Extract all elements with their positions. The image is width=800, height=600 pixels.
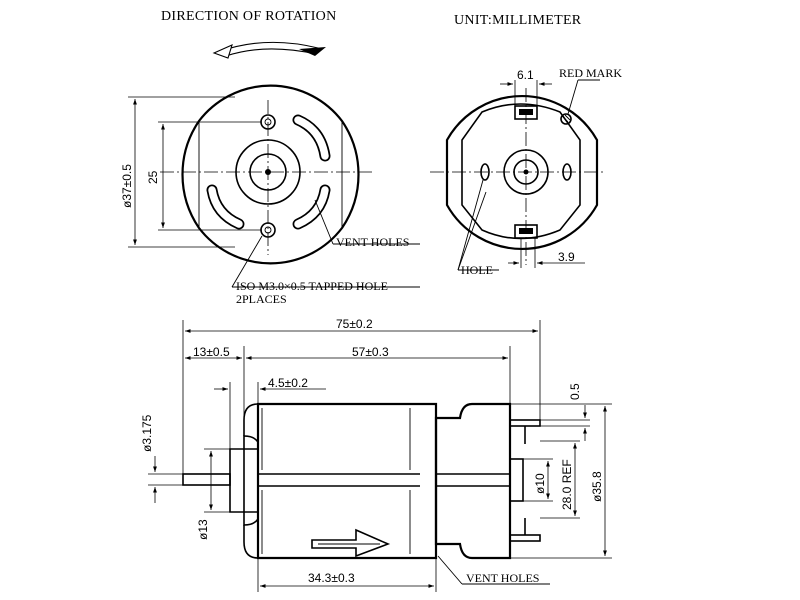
terminal-icon xyxy=(514,105,538,239)
dim-terminal-width: 6.1 xyxy=(517,68,534,82)
rear-end-cap xyxy=(434,402,512,560)
rotation-arrow-icon xyxy=(212,41,326,59)
dim-shaft-length: 13±0.5 xyxy=(193,345,230,359)
dim-can-length: 34.3±0.3 xyxy=(308,571,355,585)
rear-view: RED MARK 6.1 3.9 HOLE xyxy=(430,66,622,277)
rotation-title: DIRECTION OF ROTATION xyxy=(161,9,337,24)
side-terminal-icon xyxy=(509,419,541,542)
dim-boss-length: 4.5±0.2 xyxy=(268,376,308,390)
hole-label: HOLE xyxy=(461,263,493,277)
rear-bearing-side xyxy=(509,458,524,502)
red-mark-icon xyxy=(560,113,572,125)
motor-can xyxy=(256,402,438,560)
unit-label: UNIT:MILLIMETER xyxy=(454,13,582,28)
rear-hole-icon xyxy=(480,163,572,181)
front-view-outline xyxy=(181,84,360,265)
side-view: 75±0.2 13±0.5 57±0.3 4.5±0.2 0.5 ø3.175 … xyxy=(140,317,612,592)
vent-slot-icon xyxy=(206,114,331,230)
dim-boss-diameter: ø13 xyxy=(196,519,210,540)
dim-front-diameter: ø37±0.5 xyxy=(120,164,134,208)
rear-view-outline xyxy=(445,94,599,251)
dim-terminal-span: 28.0 REF xyxy=(560,459,574,510)
dim-overall-length: 75±0.2 xyxy=(336,317,373,331)
dim-bearing-diameter: ø10 xyxy=(533,473,547,494)
side-vent-holes-label: VENT HOLES xyxy=(466,571,539,585)
dim-hole-spacing: 25 xyxy=(146,170,160,184)
tapped-hole-label: ISO M3.0×0.5 TAPPED HOLE xyxy=(236,279,388,293)
tapped-hole-count-label: 2PLACES xyxy=(236,292,287,306)
rotation-mark-icon xyxy=(311,528,391,558)
dim-terminal-thickness: 0.5 xyxy=(568,383,582,400)
dim-body-diameter: ø35.8 xyxy=(590,471,604,502)
dim-terminal-offset: 3.9 xyxy=(558,250,575,264)
front-vent-holes-label: VENT HOLES xyxy=(336,235,409,249)
front-view: ø37±0.5 25 VENT HOLES ISO M3.0×0.5 TAPPE… xyxy=(120,84,420,306)
dim-body-length: 57±0.3 xyxy=(352,345,389,359)
red-mark-label: RED MARK xyxy=(559,66,622,80)
shaft xyxy=(182,473,231,486)
dim-shaft-diameter: ø3.175 xyxy=(140,414,154,452)
